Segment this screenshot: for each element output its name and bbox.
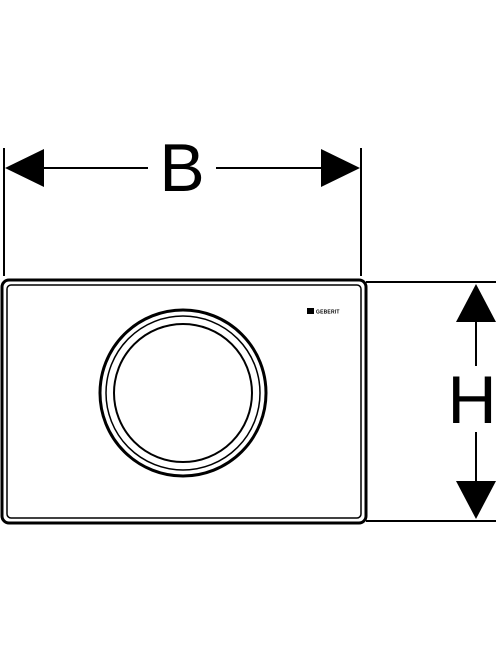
width-label: B bbox=[159, 130, 204, 206]
flush-button bbox=[98, 308, 268, 478]
height-dimension: H bbox=[366, 281, 496, 522]
brand-logo-text: GEBERIT bbox=[316, 310, 340, 316]
plate-inner-outline bbox=[6, 284, 362, 519]
plate-outer-outline bbox=[0, 278, 368, 525]
brand-logo: GEBERIT bbox=[307, 308, 340, 316]
width-dimension: B bbox=[3, 130, 362, 276]
flush-button-face bbox=[113, 323, 253, 463]
height-label: H bbox=[447, 362, 496, 438]
width-arrow-right-icon bbox=[321, 149, 360, 187]
width-arrow-left-icon bbox=[5, 149, 44, 187]
brand-logo-mark-icon bbox=[307, 308, 314, 314]
flush-button-outer-ring bbox=[98, 308, 268, 478]
flush-plate: GEBERIT bbox=[0, 278, 368, 525]
height-arrow-down-icon bbox=[456, 481, 496, 519]
flush-button-ring-inner-edge bbox=[105, 315, 261, 471]
height-arrow-up-icon bbox=[456, 284, 496, 322]
